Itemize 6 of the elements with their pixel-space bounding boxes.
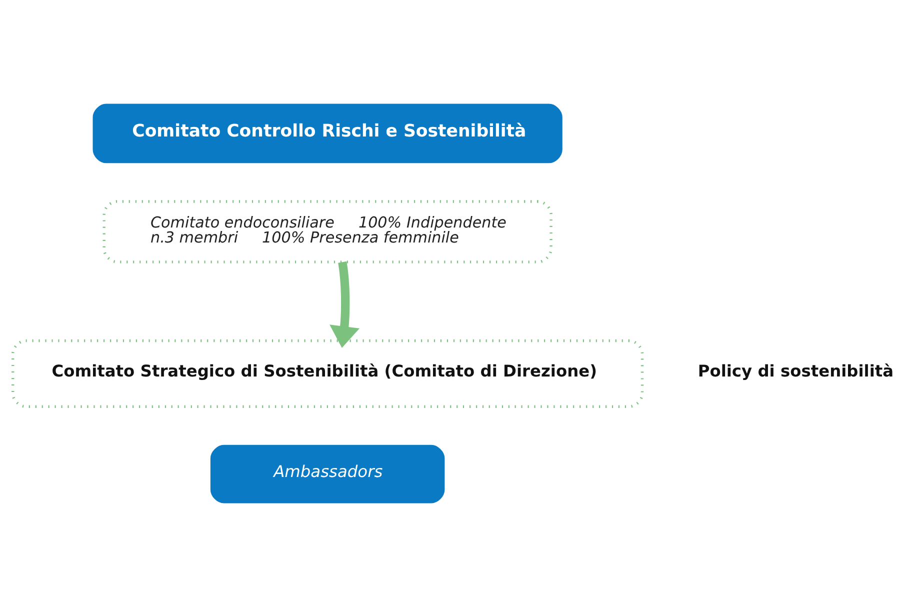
node-box: Comitato endoconsiliare 100% Indipendente n.3 membri 100% Presenza femminile (102, 200, 552, 264)
node-box: Ambassadors (210, 444, 445, 504)
arrow (330, 261, 360, 348)
label: Policy di sostenibilità (698, 361, 894, 380)
node-box: Comitato Controllo Rischi e Sostenibilità (92, 104, 562, 164)
node-box: Comitato Strategico di Sostenibilità (Comitato di Direzione) (12, 339, 644, 408)
